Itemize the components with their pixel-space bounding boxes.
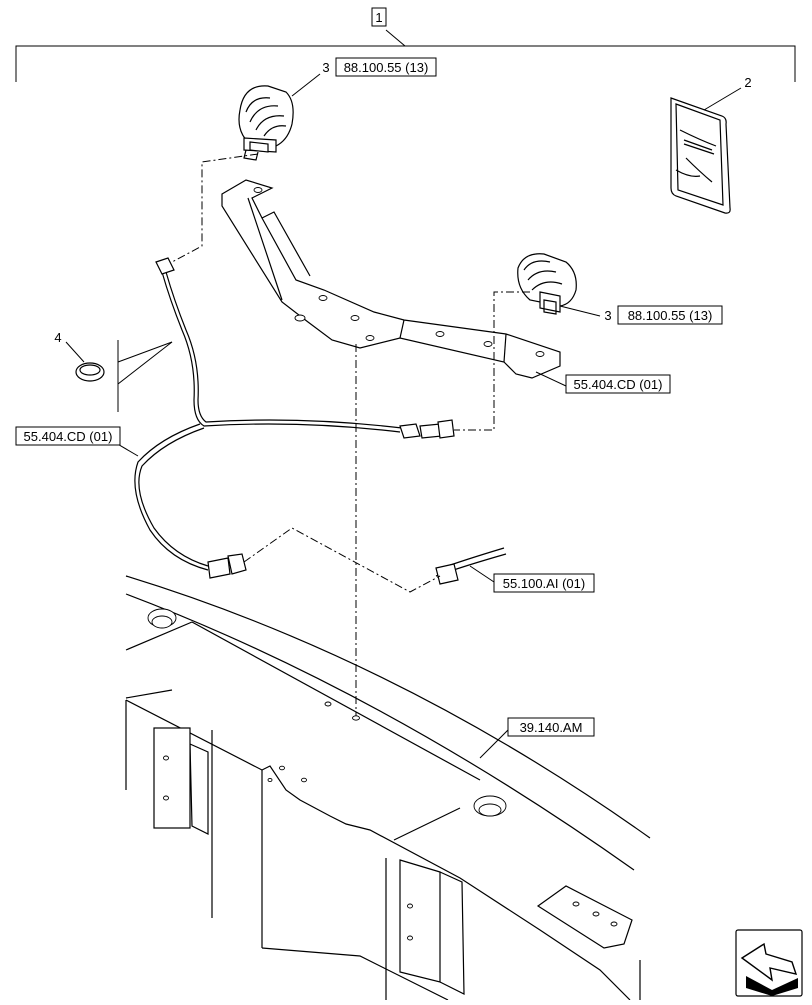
bracket-ref: 55.404.CD (01) [574,377,663,392]
frame-ref: 39.140.AM [520,720,583,735]
assembly-bracket: 1 [15,7,796,82]
alignment-lines [171,153,530,716]
item-3a-ref: 88.100.55 (13) [344,60,429,75]
work-lamp-right [517,253,577,315]
next-page-arrow-icon[interactable] [735,929,803,997]
manual-bag [670,97,731,214]
item-3b-ref: 88.100.55 (13) [628,308,713,323]
item-3a-number: 3 [322,60,329,75]
grommet [75,362,105,382]
connector-ref: 55.100.AI (01) [503,576,585,591]
cab-frame [125,575,651,1001]
lamp-mounting-bracket [221,179,561,379]
harness-ref: 55.404.CD (01) [24,429,113,444]
item-4-number: 4 [54,330,61,345]
item-3b-number: 3 [604,308,611,323]
item-2-number: 2 [744,75,751,90]
assembly-number: 1 [375,10,382,25]
wiring-harness [134,257,507,585]
work-lamp-top [238,85,294,161]
